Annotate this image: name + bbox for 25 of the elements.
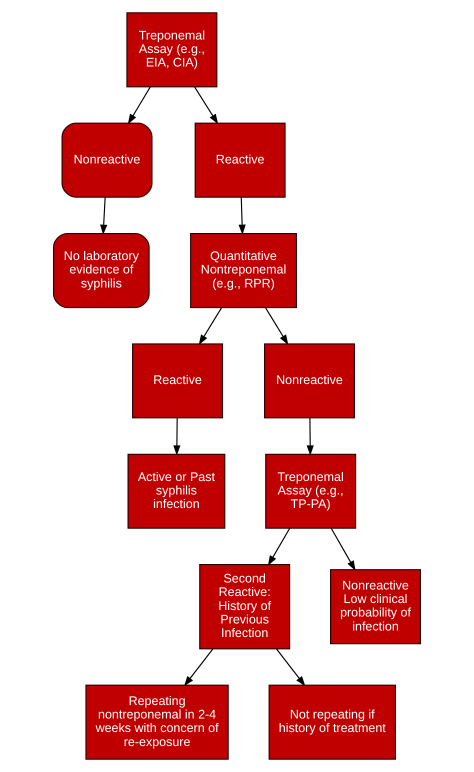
arrow xyxy=(128,86,151,124)
arrow xyxy=(330,528,356,571)
arrow xyxy=(173,418,180,456)
node-box: Nonreactive Low clinical probability of infection xyxy=(330,569,422,644)
node-box: Quantitative Nontreponemal (e.g., RPR) xyxy=(190,232,298,308)
node-box: Treponemal Assay (e.g., EIA, CIA) xyxy=(126,12,218,88)
node-box: Reactive xyxy=(132,343,224,418)
arrow xyxy=(268,528,290,566)
node-box: Not repeating if history of treatment xyxy=(268,684,396,760)
arrow xyxy=(238,197,246,235)
arrow xyxy=(265,307,288,346)
node-box: Active or Past syphilis infection xyxy=(128,454,226,529)
arrow xyxy=(306,418,314,456)
node-box: Treponemal Assay (e.g., TP-PA) xyxy=(265,454,356,529)
arrow xyxy=(184,648,214,686)
node-box: No laboratory evidence of syphilis xyxy=(52,232,150,308)
node-box: Reactive xyxy=(194,122,286,198)
arrow xyxy=(276,648,306,686)
arrow xyxy=(198,307,222,346)
node-box: Nonreactive xyxy=(264,343,356,418)
node-box: Nonreactive xyxy=(62,122,153,198)
arrow xyxy=(194,86,218,124)
node-box: Repeating nontreponemal in 2-4 weeks with concern of re-exposure xyxy=(85,684,229,760)
node-box: Second Reactive: History of Previous Infection xyxy=(199,564,290,650)
arrow xyxy=(100,197,108,235)
